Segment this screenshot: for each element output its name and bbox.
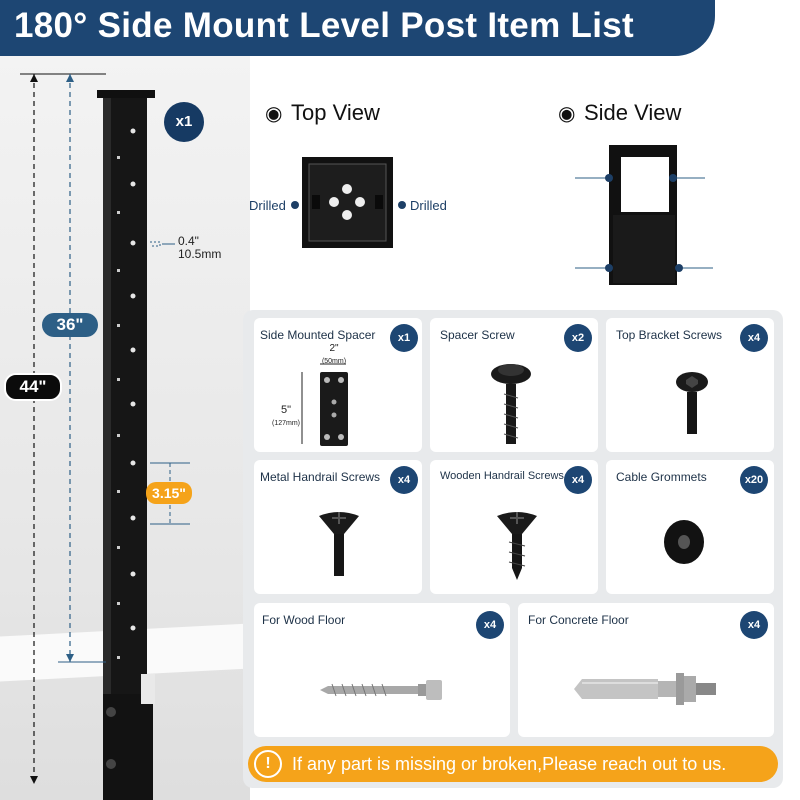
top-view-diagram <box>302 157 393 248</box>
wooden-handrail-screw-image <box>497 512 537 580</box>
post-quantity-badge: x1 <box>164 102 204 142</box>
spacer-width: 2"(50mm) <box>321 343 347 365</box>
drilled-right-label: Drilled <box>410 198 447 213</box>
hole-size-mm: 10.5mm <box>178 247 222 261</box>
part-card-metal-handrail: Metal Handrail Screws x4 <box>254 460 422 594</box>
quantity-badge: x20 <box>740 466 768 494</box>
metal-handrail-screw-image <box>319 512 359 576</box>
top-bracket-screw-image <box>676 372 708 434</box>
part-card-wood-floor: For Wood Floor x4 <box>254 603 510 737</box>
lag-screw-image <box>320 680 442 700</box>
spacer-height: 5"(127mm) <box>271 404 300 427</box>
part-card-top-bracket: Top Bracket Screws x4 <box>606 318 774 452</box>
quantity-badge: x4 <box>740 611 768 639</box>
anchor-bolt-image <box>574 673 716 705</box>
part-label: Spacer Screw <box>440 328 515 342</box>
post-illustration <box>20 73 190 800</box>
quantity-badge: x4 <box>740 324 768 352</box>
part-label: Metal Handrail Screws <box>260 470 381 484</box>
part-card-spacer-screw: Spacer Screw x2 <box>430 318 598 452</box>
drilled-left-label: Drilled <box>249 198 286 213</box>
part-label: Top Bracket Screws <box>616 328 723 342</box>
missing-parts-banner: ! If any part is missing or broken,Pleas… <box>248 746 778 782</box>
eye-icon: ◉ <box>558 103 576 125</box>
hole-spacing-label: 3.15" <box>146 482 192 504</box>
spacer-screw-image <box>491 364 531 444</box>
height-inner-label: 36" <box>42 313 98 337</box>
part-label: Cable Grommets <box>616 470 707 484</box>
page-title: 180° Side Mount Level Post Item List <box>14 6 634 45</box>
side-view-diagram <box>575 145 713 285</box>
part-card-wooden-handrail: Wooden Handrail Screws x4 <box>430 460 598 594</box>
part-label: For Wood Floor <box>262 613 346 627</box>
eye-icon: ◉ <box>265 103 283 125</box>
footer-text: If any part is missing or broken,Please … <box>292 754 727 774</box>
part-card-spacer: Side Mounted Spacer x1 2"(50mm) 5"(127mm… <box>254 318 422 452</box>
quantity-badge: x2 <box>564 324 592 352</box>
warning-icon: ! <box>254 750 282 778</box>
drill-markers <box>291 201 406 209</box>
grommet-image <box>664 520 704 564</box>
hole-size-inches: 0.4" <box>178 234 199 248</box>
side-view-title: ◉Side View <box>558 100 682 125</box>
quantity-badge: x4 <box>390 466 418 494</box>
part-card-concrete-floor: For Concrete Floor x4 <box>518 603 774 737</box>
part-label: Wooden Handrail Screws <box>440 470 564 482</box>
top-view-title: ◉Top View <box>265 100 380 125</box>
quantity-badge: x1 <box>390 324 418 352</box>
quantity-badge: x4 <box>476 611 504 639</box>
title-banner: 180° Side Mount Level Post Item List <box>0 0 715 56</box>
part-label: For Concrete Floor <box>528 613 629 627</box>
part-label: Side Mounted Spacer <box>260 328 376 342</box>
part-card-grommets: Cable Grommets x20 <box>606 460 774 594</box>
height-total-label: 44" <box>4 373 62 401</box>
spacer-image <box>301 363 348 446</box>
quantity-badge: x4 <box>564 466 592 494</box>
